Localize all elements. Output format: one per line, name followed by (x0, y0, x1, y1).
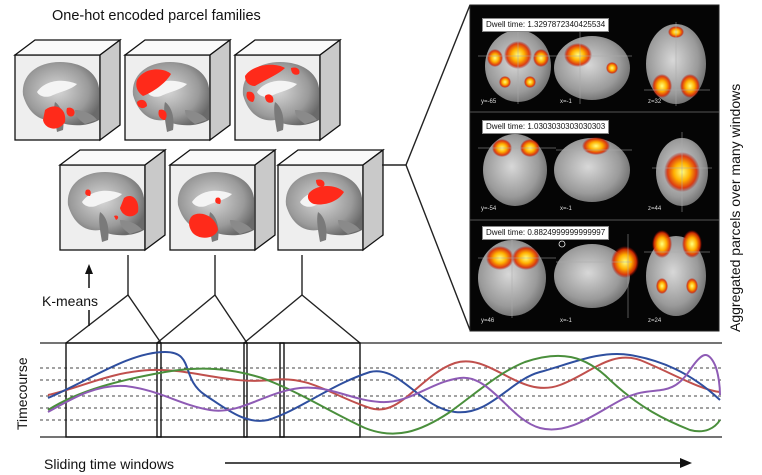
activation-blob (265, 94, 274, 103)
activation-blob (43, 106, 66, 129)
dwell-time-3: Dwell time: 0.8824999999999997 (482, 226, 610, 240)
sliding-windows-label: Sliding time windows (44, 456, 174, 472)
kmeans-label: K-means (42, 293, 99, 309)
slice-coord: z=44 (648, 206, 662, 212)
activation-blob (120, 195, 139, 217)
cube-4 (59, 149, 166, 251)
timecourse-plot (40, 342, 722, 438)
dwell-time-2: Dwell time: 1.0303030303030303 (482, 120, 610, 134)
activation-blob (137, 99, 147, 109)
activation-blob (307, 186, 344, 205)
activation-blob (316, 179, 325, 187)
aggregated-label: Aggregated parcels over many windows (727, 83, 743, 332)
cube-2 (124, 39, 231, 141)
panel-row-3 (478, 230, 710, 318)
dwell-time-1: Dwell time: 1.3297872340425534 (482, 18, 610, 32)
activation-blob (246, 91, 255, 102)
slice-coord: x=-1 (560, 206, 572, 212)
cube-5 (169, 149, 276, 251)
activation-blob (291, 67, 300, 75)
kmeans-arrow (85, 264, 93, 326)
panel-row-1 (478, 22, 710, 106)
activation-blob (136, 69, 171, 96)
cube-1 (14, 39, 121, 141)
series-green (47, 354, 721, 435)
activation-blob (114, 215, 119, 220)
activation-blob (245, 64, 285, 86)
series-purple (47, 354, 721, 431)
cube-3 (234, 39, 341, 141)
series-blue (47, 350, 721, 422)
figure-title: One-hot encoded parcel families (52, 8, 261, 24)
kmeans-connectors (65, 255, 361, 344)
activation-blob (85, 189, 91, 196)
cube-6 (277, 149, 384, 251)
slice-coord: y=-65 (481, 99, 497, 105)
slice-coord: z=32 (648, 99, 662, 105)
slice-coord: y=46 (481, 318, 495, 324)
slice-coord: z=24 (648, 318, 662, 324)
activation-blob (215, 197, 221, 204)
panel-row-2 (478, 132, 712, 212)
activation-blob (158, 109, 167, 120)
slice-coord: x=-1 (560, 99, 572, 105)
activation-blob (66, 107, 75, 117)
slice-coord: x=-1 (560, 318, 572, 324)
panel-bracket (382, 4, 471, 331)
sliding-windows (65, 342, 361, 438)
slice-coord: y=-54 (481, 206, 497, 212)
aggregated-panel (469, 4, 720, 332)
time-arrow (225, 458, 692, 468)
timecourse-axis-label: Timecourse (14, 357, 30, 430)
activation-blob (189, 213, 218, 238)
